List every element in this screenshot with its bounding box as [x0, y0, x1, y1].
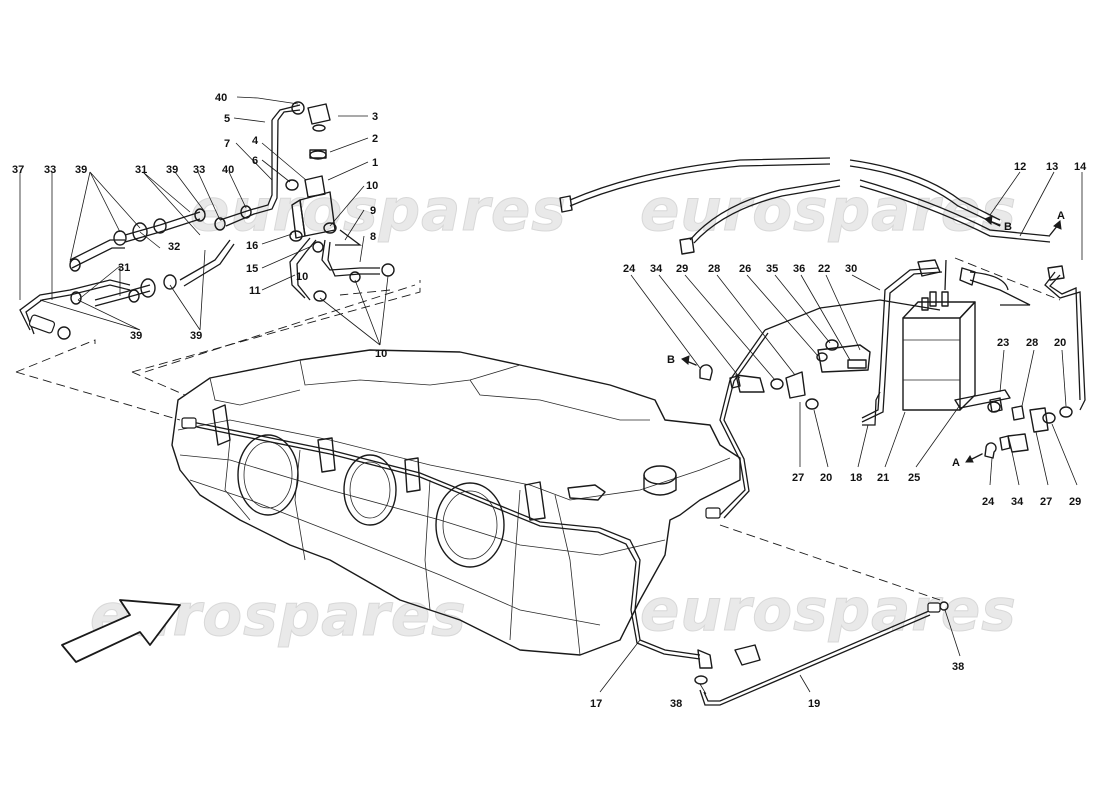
- leader-lines: [19, 96, 1083, 695]
- callout-29-right: 29: [1069, 496, 1081, 508]
- watermarks: eurospares eurospares eurospares eurospa…: [90, 176, 1017, 650]
- callout-27-right: 27: [1040, 496, 1052, 508]
- callout-20-left: 20: [820, 472, 832, 484]
- fuel-tank: [171, 349, 741, 656]
- callout-15: 15: [246, 263, 258, 275]
- callout-34-bottom: 34: [1011, 496, 1024, 508]
- ref-b-left: B: [667, 354, 675, 366]
- callout-30: 30: [845, 263, 857, 275]
- callout-3: 3: [372, 111, 378, 123]
- ref-b-top: B: [1004, 221, 1012, 233]
- reference-markers: B A B A: [667, 210, 1065, 469]
- callout-32: 32: [168, 241, 180, 253]
- callout-39-bottom-mid: 39: [190, 330, 202, 342]
- callout-16: 16: [246, 240, 258, 252]
- callout-6: 6: [252, 155, 258, 167]
- callout-28-right: 28: [1026, 337, 1038, 349]
- right-fittings: [699, 339, 1073, 666]
- callout-33-left: 33: [44, 164, 56, 176]
- callout-39-top-left: 39: [75, 164, 87, 176]
- callout-34-top: 34: [650, 263, 663, 275]
- callout-labels: 40 3 2 1 5 7 4 6 37 33 39 31 39 33 40 10…: [12, 92, 1087, 710]
- callout-18: 18: [850, 472, 862, 484]
- dashed-reference-lines: [15, 257, 1061, 601]
- watermark-top-left: eurospares: [190, 176, 567, 244]
- vent-valve-assembly: [285, 101, 395, 302]
- ref-a-bottom: A: [952, 457, 960, 469]
- carbon-canister: [861, 259, 1086, 426]
- callout-7: 7: [224, 138, 230, 150]
- callout-4: 4: [252, 135, 259, 147]
- callout-24-top: 24: [623, 263, 636, 275]
- callout-21: 21: [877, 472, 889, 484]
- callout-35: 35: [766, 263, 778, 275]
- left-hose-cluster: [19, 104, 301, 340]
- pipe-19: [699, 601, 949, 706]
- canister-to-tank-pipe: [705, 299, 941, 519]
- callout-23: 23: [997, 337, 1009, 349]
- callout-9: 9: [370, 205, 376, 217]
- callout-22: 22: [818, 263, 830, 275]
- pipe-12: [559, 157, 1051, 255]
- callout-19: 19: [808, 698, 820, 710]
- callout-28-top: 28: [708, 263, 720, 275]
- callout-8: 8: [370, 231, 376, 243]
- watermark-top-right: eurospares: [640, 176, 1017, 244]
- callout-27-left: 27: [792, 472, 804, 484]
- watermark-bottom-right: eurospares: [640, 576, 1017, 644]
- callout-13: 13: [1046, 161, 1058, 173]
- callout-14: 14: [1074, 161, 1087, 173]
- callout-10-bottom: 10: [375, 348, 387, 360]
- callout-5: 5: [224, 113, 230, 125]
- callout-25: 25: [908, 472, 920, 484]
- callout-10-mid: 10: [296, 271, 308, 283]
- callout-10-top: 10: [366, 180, 378, 192]
- tank-vent-pipe: [181, 417, 713, 685]
- callout-39-bottom-left: 39: [130, 330, 142, 342]
- callout-12: 12: [1014, 161, 1026, 173]
- callout-40-top: 40: [215, 92, 227, 104]
- callout-38-bottom: 38: [670, 698, 682, 710]
- callout-39-top-mid: 39: [166, 164, 178, 176]
- direction-arrow: [61, 599, 181, 663]
- callout-31-top: 31: [135, 164, 147, 176]
- ref-a-top: A: [1057, 210, 1065, 222]
- callout-24-bottom: 24: [982, 496, 995, 508]
- callout-33-mid: 33: [193, 164, 205, 176]
- callout-31-mid: 31: [118, 262, 130, 274]
- callout-2: 2: [372, 133, 378, 145]
- callout-11: 11: [249, 285, 261, 297]
- callout-17: 17: [590, 698, 602, 710]
- callout-40-mid: 40: [222, 164, 234, 176]
- callout-26: 26: [739, 263, 751, 275]
- callout-29-top: 29: [676, 263, 688, 275]
- callout-36: 36: [793, 263, 805, 275]
- callout-38-right: 38: [952, 661, 964, 673]
- callout-1: 1: [372, 157, 378, 169]
- callout-37: 37: [12, 164, 24, 176]
- callout-20-right: 20: [1054, 337, 1066, 349]
